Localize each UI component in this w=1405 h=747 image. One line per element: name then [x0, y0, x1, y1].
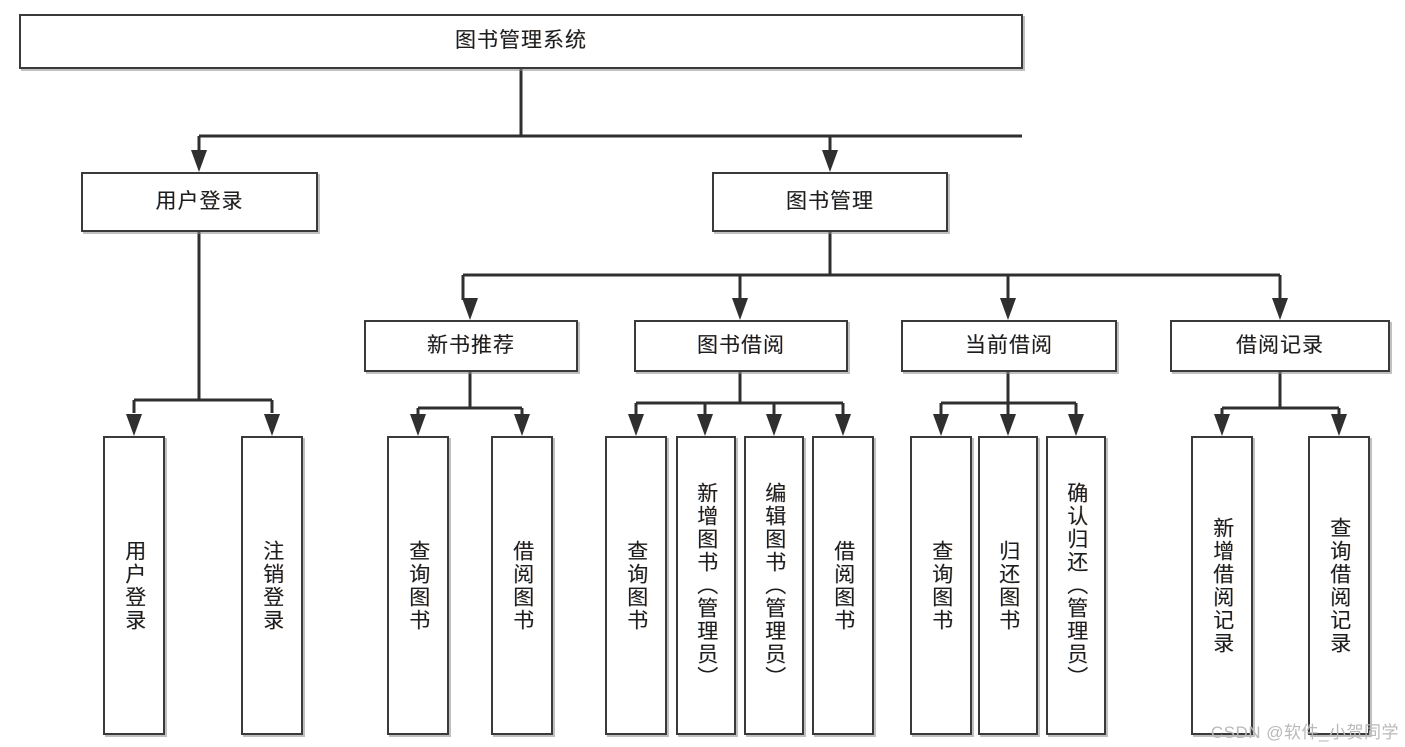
node-label: 查询图书 [929, 539, 953, 632]
watermark-text: CSDN @软件_小贺同学 [1210, 723, 1399, 742]
node-label: 归还图书 [996, 539, 1020, 632]
leaf-edit-book-admin[interactable]: 编辑图书（管理员） [744, 436, 804, 735]
node-user-login[interactable]: 用户登录 [81, 172, 318, 232]
node-label: 查询图书 [406, 539, 430, 632]
leaf-borrow-books-recommend[interactable]: 借阅图书 [491, 436, 553, 735]
node-book-management[interactable]: 图书管理 [712, 172, 948, 232]
leaf-query-books-recommend[interactable]: 查询图书 [387, 436, 449, 735]
leaf-user-login[interactable]: 用户登录 [103, 436, 165, 735]
node-label: 新书推荐 [427, 333, 515, 357]
node-label: 用户登录 [155, 189, 244, 213]
node-book-borrow[interactable]: 图书借阅 [634, 320, 848, 372]
node-label: 确认归还（管理员） [1064, 482, 1088, 689]
node-label: 用户登录 [122, 539, 146, 632]
leaf-add-borrow-record[interactable]: 新增借阅记录 [1191, 436, 1253, 735]
node-label: 图书借阅 [697, 333, 785, 357]
node-label: 新增借阅记录 [1210, 516, 1234, 655]
leaf-confirm-return-admin[interactable]: 确认归还（管理员） [1046, 436, 1106, 735]
leaf-return-book[interactable]: 归还图书 [978, 436, 1038, 735]
node-root-system[interactable]: 图书管理系统 [19, 14, 1023, 69]
node-borrow-record[interactable]: 借阅记录 [1170, 320, 1390, 372]
leaf-borrow-book[interactable]: 借阅图书 [812, 436, 874, 735]
node-label: 编辑图书（管理员） [762, 482, 786, 689]
leaf-query-books-borrow[interactable]: 查询图书 [605, 436, 667, 735]
leaf-logout[interactable]: 注销登录 [241, 436, 303, 735]
node-label: 查询图书 [624, 539, 648, 632]
node-label: 图书管理系统 [455, 29, 587, 53]
node-label: 新增图书（管理员） [694, 482, 718, 689]
node-current-borrow[interactable]: 当前借阅 [901, 320, 1117, 372]
leaf-query-borrow-record[interactable]: 查询借阅记录 [1308, 436, 1370, 735]
node-label: 图书管理 [786, 189, 874, 213]
node-label: 当前借阅 [965, 333, 1053, 357]
node-label: 借阅图书 [510, 539, 534, 632]
leaf-query-books-current[interactable]: 查询图书 [910, 436, 972, 735]
node-label: 注销登录 [260, 539, 284, 632]
leaf-add-book-admin[interactable]: 新增图书（管理员） [676, 436, 736, 735]
node-new-book-recommend[interactable]: 新书推荐 [364, 320, 578, 372]
node-label: 查询借阅记录 [1327, 516, 1351, 655]
node-label: 借阅记录 [1236, 333, 1324, 357]
node-label: 借阅图书 [831, 539, 855, 632]
